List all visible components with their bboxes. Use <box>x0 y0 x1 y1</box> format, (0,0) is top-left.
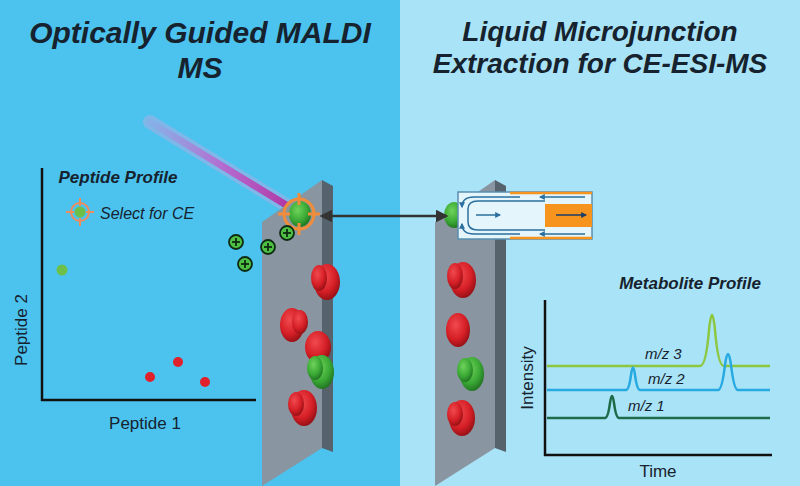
panel-band: Liquid Microjunction Extraction for CE-E… <box>400 0 800 486</box>
plot-label: Time <box>639 462 676 482</box>
trace <box>547 315 770 366</box>
panel-ground <box>0 0 400 486</box>
transfer-arrow <box>322 215 446 218</box>
plot-label: Peptide 1 <box>109 414 181 434</box>
laser-beam <box>150 122 296 211</box>
slide-edge <box>322 180 333 452</box>
data-point <box>145 372 155 382</box>
axis-title: Intensity <box>518 346 538 409</box>
data-point <box>173 357 183 367</box>
plot-axes <box>544 300 772 456</box>
data-point <box>200 377 210 387</box>
panel-ground <box>400 0 800 486</box>
trace <box>547 396 770 418</box>
plot-label: m/z 2 <box>648 370 685 387</box>
panel-heading: Optically Guided MALDI MS <box>20 16 380 85</box>
ions <box>229 226 294 271</box>
laser-glow <box>150 122 296 211</box>
plot-label: Peptide Profile <box>58 168 177 188</box>
capillary <box>458 192 592 239</box>
crosshair <box>66 198 94 226</box>
plot-label: Metabolite Profile <box>619 274 761 294</box>
plot-label: m/z 3 <box>645 345 682 362</box>
panel-heading: Liquid Microjunction Extraction for CE-E… <box>406 16 794 80</box>
plot-label: m/z 1 <box>628 397 665 414</box>
plot-axes <box>41 168 256 401</box>
axis-title: Peptide 2 <box>12 294 32 366</box>
panel-band: Optically Guided MALDI MS <box>0 0 400 486</box>
plot-label: Select for CE <box>100 205 194 223</box>
data-point <box>57 265 68 276</box>
cells <box>280 201 340 426</box>
